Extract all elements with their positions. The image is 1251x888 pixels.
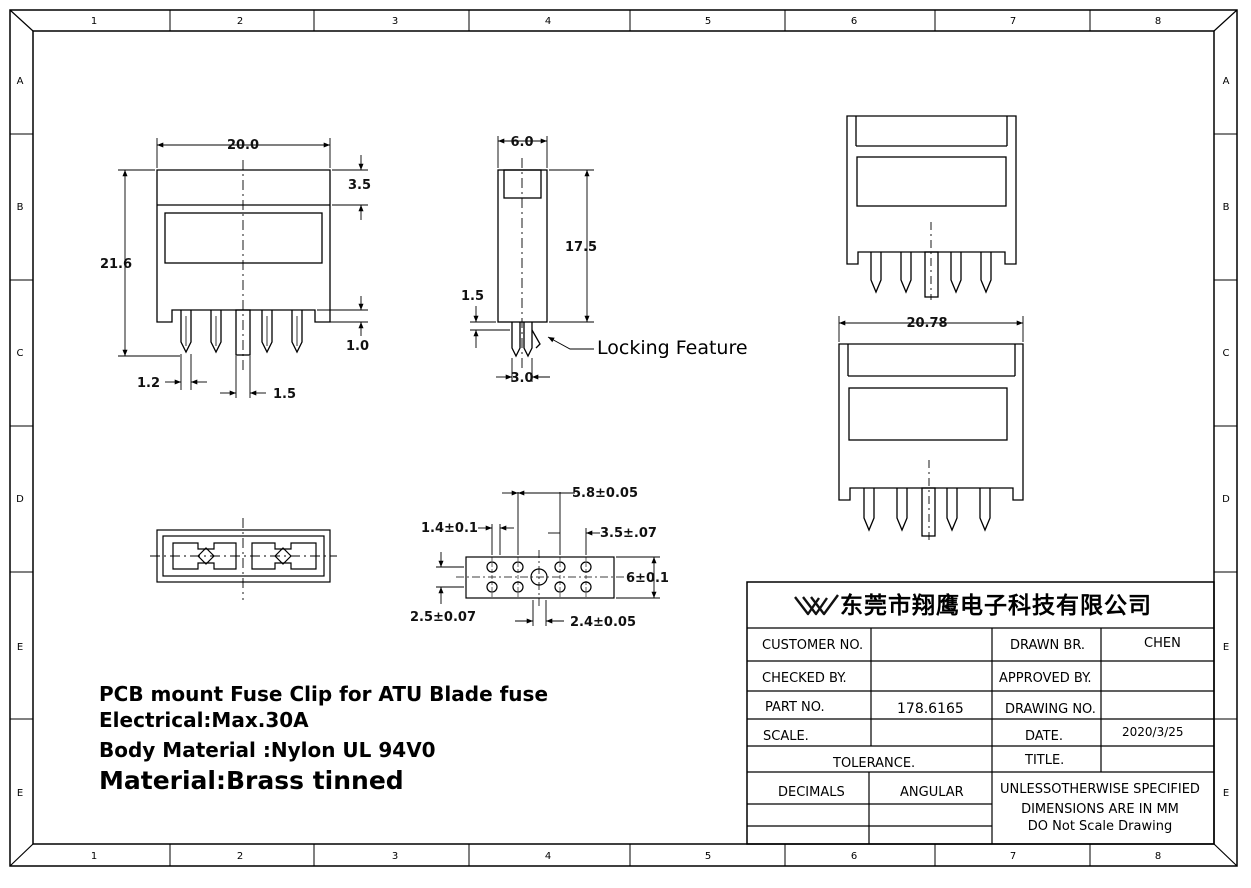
col-label-top: 7 xyxy=(1010,16,1016,27)
label-title: TITLE. xyxy=(1024,753,1064,768)
callout-locking-feature: Locking Feature xyxy=(597,337,748,359)
col-label-bottom: 1 xyxy=(91,851,97,862)
dim-front-pitch: 1.5 xyxy=(273,387,296,402)
row-label-right: B xyxy=(1223,202,1230,213)
company-logo xyxy=(794,594,839,616)
label-tolerance: TOLERANCE. xyxy=(832,756,915,771)
label-scale: SCALE. xyxy=(763,729,809,744)
row-label-left: E xyxy=(17,642,23,653)
product-notes: PCB mount Fuse Clip for ATU Blade fuse E… xyxy=(99,684,548,793)
side-view xyxy=(497,158,548,372)
col-label-bottom: 8 xyxy=(1155,851,1161,862)
label-drawing-no: DRAWING NO. xyxy=(1005,702,1096,717)
title-block xyxy=(746,581,1215,845)
col-label-bottom: 2 xyxy=(237,851,243,862)
col-label-top: 3 xyxy=(392,16,398,27)
note-body-material: Body Material :Nylon UL 94V0 xyxy=(99,738,436,762)
dim-footprint-pitch: 2.4±0.05 xyxy=(570,615,636,630)
footprint-view xyxy=(456,550,624,606)
dim-front-pin-len: 1.0 xyxy=(346,339,369,354)
row-label-left: E xyxy=(17,788,23,799)
dim-footprint-height: 6±0.1 xyxy=(626,571,669,586)
row-label-right: C xyxy=(1223,348,1230,359)
lower-right-dims xyxy=(838,316,1024,342)
col-label-top: 1 xyxy=(91,16,97,27)
row-label-left: D xyxy=(16,494,24,505)
sheet-frame xyxy=(9,9,1238,867)
label-checked-by: CHECKED BY. xyxy=(762,671,847,686)
row-label-left: C xyxy=(17,348,24,359)
front-view-dims xyxy=(118,138,368,398)
dim-front-pin-w: 1.2 xyxy=(137,376,160,391)
front-view xyxy=(156,160,331,370)
tb-note-dimensions: DIMENSIONS ARE IN MM xyxy=(1021,802,1179,817)
col-label-top: 4 xyxy=(545,16,551,27)
upper-right-view xyxy=(846,115,1017,300)
dim-footprint-span: 5.8±0.05 xyxy=(572,486,638,501)
row-label-left: A xyxy=(17,76,24,87)
col-label-bottom: 3 xyxy=(392,851,398,862)
dim-footprint-row: 2.5±0.07 xyxy=(410,610,476,625)
col-label-top: 8 xyxy=(1155,16,1161,27)
dim-front-top: 3.5 xyxy=(348,178,371,193)
row-label-right: E xyxy=(1223,788,1229,799)
col-label-bottom: 6 xyxy=(851,851,857,862)
company-name: 东莞市翔鹰电子科技有限公司 xyxy=(840,592,1152,619)
tb-note-scale: DO Not Scale Drawing xyxy=(1028,819,1172,834)
side-view-dims xyxy=(470,136,594,382)
row-label-right: A xyxy=(1223,76,1230,87)
label-part-no: PART NO. xyxy=(765,700,825,715)
dim-footprint-hole: 1.4±0.1 xyxy=(421,521,478,536)
label-angular: ANGULAR xyxy=(900,785,964,800)
dim-side-width: 6.0 xyxy=(510,135,533,150)
label-decimals: DECIMALS xyxy=(778,785,845,800)
value-date: 2020/3/25 xyxy=(1122,725,1184,739)
note-electrical: Electrical:Max.30A xyxy=(99,708,309,732)
frame-labels: 1 2 3 4 5 6 7 8 1 2 3 4 5 6 7 8 A B C D … xyxy=(16,16,1230,862)
label-date: DATE. xyxy=(1025,729,1063,744)
col-label-bottom: 4 xyxy=(545,851,551,862)
dim-front-height: 21.6 xyxy=(100,257,132,272)
row-label-left: B xyxy=(17,202,24,213)
dim-footprint-inner: 3.5±.07 xyxy=(600,526,657,541)
col-label-top: 2 xyxy=(237,16,243,27)
col-label-bottom: 7 xyxy=(1010,851,1016,862)
col-label-top: 5 xyxy=(705,16,711,27)
bottom-view xyxy=(150,518,337,600)
lower-right-view xyxy=(838,343,1024,540)
col-label-bottom: 5 xyxy=(705,851,711,862)
label-customer-no: CUSTOMER NO. xyxy=(762,638,863,653)
dim-side-stub: 1.5 xyxy=(461,289,484,304)
dim-front-width: 20.0 xyxy=(227,138,259,153)
dim-side-foot: 3.0 xyxy=(510,371,533,386)
label-approved-by: APPROVED BY. xyxy=(999,671,1092,686)
note-material: Material:Brass tinned xyxy=(99,766,404,795)
row-label-right: E xyxy=(1223,642,1229,653)
value-part-no: 178.6165 xyxy=(897,701,964,717)
value-drawn-by: CHEN xyxy=(1144,636,1181,651)
dim-iso-width: 20.78 xyxy=(906,316,947,331)
col-label-top: 6 xyxy=(851,16,857,27)
note-product-name: PCB mount Fuse Clip for ATU Blade fuse xyxy=(99,682,549,706)
tb-note-specified: UNLESSOTHERWISE SPECIFIED xyxy=(1000,782,1200,797)
label-drawn-by: DRAWN BR. xyxy=(1010,638,1085,653)
row-label-right: D xyxy=(1222,494,1230,505)
dim-side-height: 17.5 xyxy=(565,240,597,255)
footprint-dims xyxy=(436,490,660,626)
